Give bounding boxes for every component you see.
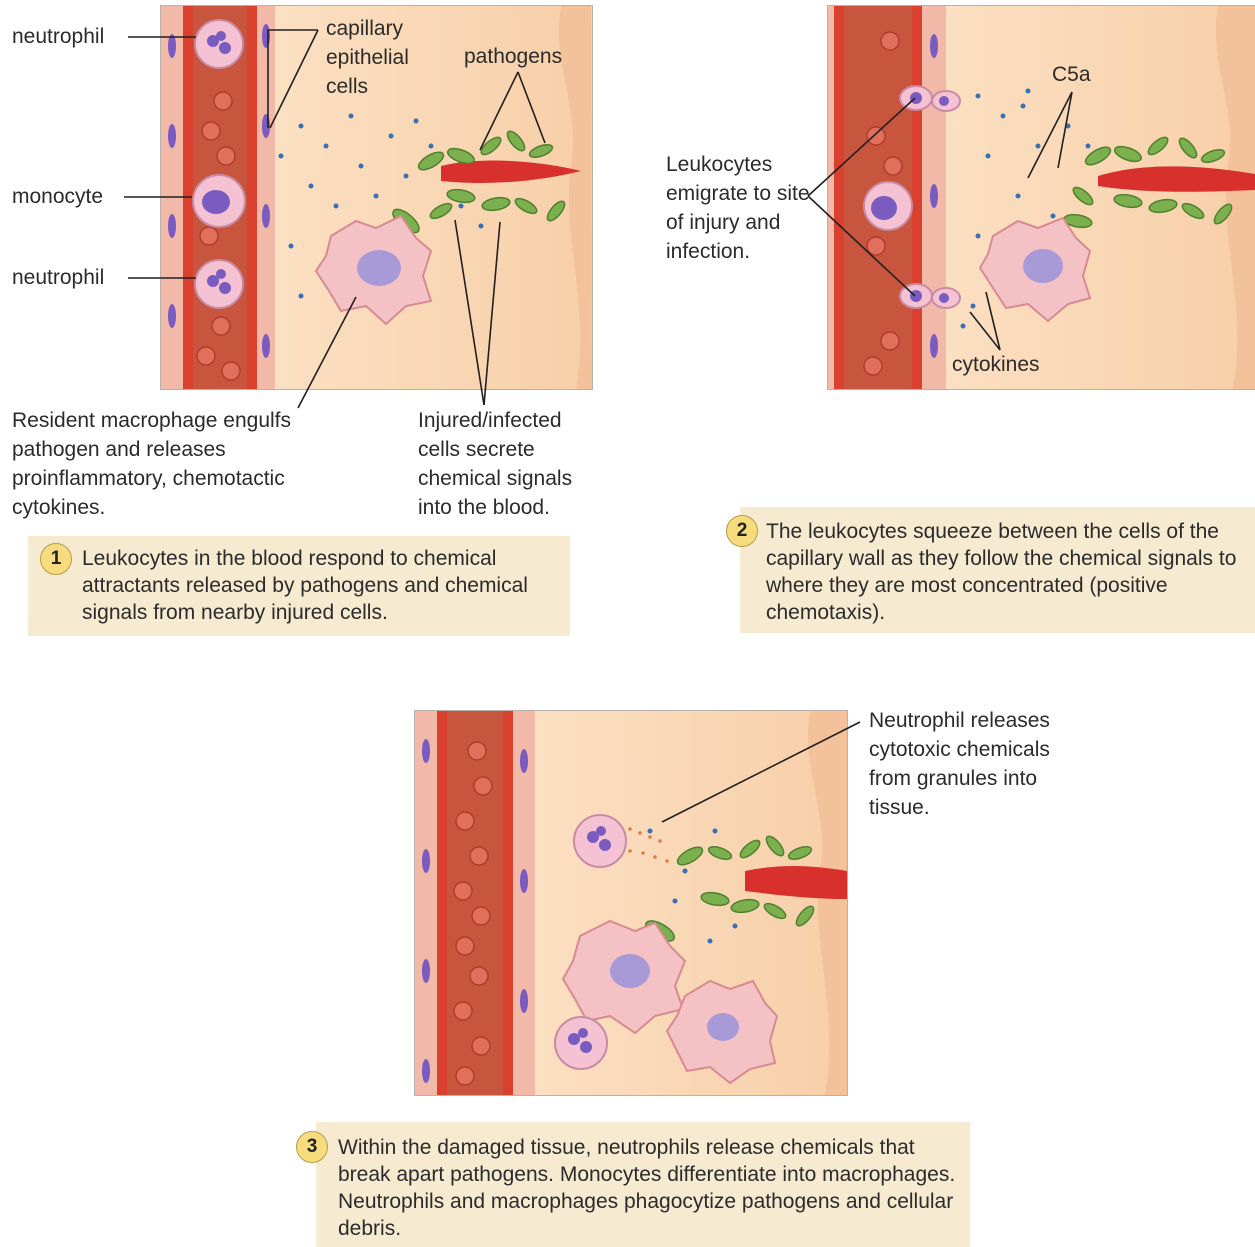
- label-capillary-epithelial-cells: capillary epithelial cells: [326, 14, 436, 101]
- monocyte: [864, 182, 912, 230]
- neutrophil-in-tissue: [555, 1017, 607, 1069]
- label-resident-macrophage: Resident macrophage engulfs pathogen and…: [12, 406, 352, 522]
- label-leukocytes-emigrate: Leukocytes emigrate to site of injury an…: [666, 150, 816, 266]
- panel-2-illustration: [828, 6, 1255, 389]
- panel-step-2: [827, 5, 1255, 390]
- label-neutrophil-bottom: neutrophil: [12, 263, 104, 292]
- step-1-text: Leukocytes in the blood respond to chemi…: [82, 545, 562, 626]
- blood-vessel: [447, 711, 503, 1095]
- step-1-number: 1: [40, 543, 72, 575]
- label-c5a: C5a: [1052, 60, 1091, 89]
- label-cytokines: cytokines: [952, 350, 1040, 379]
- monocyte: [193, 175, 245, 227]
- neutrophil-bottom: [195, 260, 243, 308]
- step-2-text: The leukocytes squeeze between the cells…: [766, 518, 1252, 626]
- step-3-text: Within the damaged tissue, neutrophils r…: [338, 1134, 963, 1242]
- capillary-epithelium: [257, 6, 275, 389]
- step-2-number: 2: [726, 515, 758, 547]
- label-monocyte: monocyte: [12, 182, 103, 211]
- panel-step-3: [414, 710, 848, 1096]
- label-neutrophil-releases: Neutrophil releases cytotoxic chemicals …: [869, 706, 1084, 822]
- neutrophil-top: [195, 20, 243, 68]
- label-neutrophil-top: neutrophil: [12, 22, 104, 51]
- step-3-number: 3: [296, 1131, 328, 1163]
- label-injured-cells: Injured/infected cells secrete chemical …: [418, 406, 598, 522]
- label-pathogens: pathogens: [464, 42, 562, 71]
- panel-3-illustration: [415, 711, 847, 1095]
